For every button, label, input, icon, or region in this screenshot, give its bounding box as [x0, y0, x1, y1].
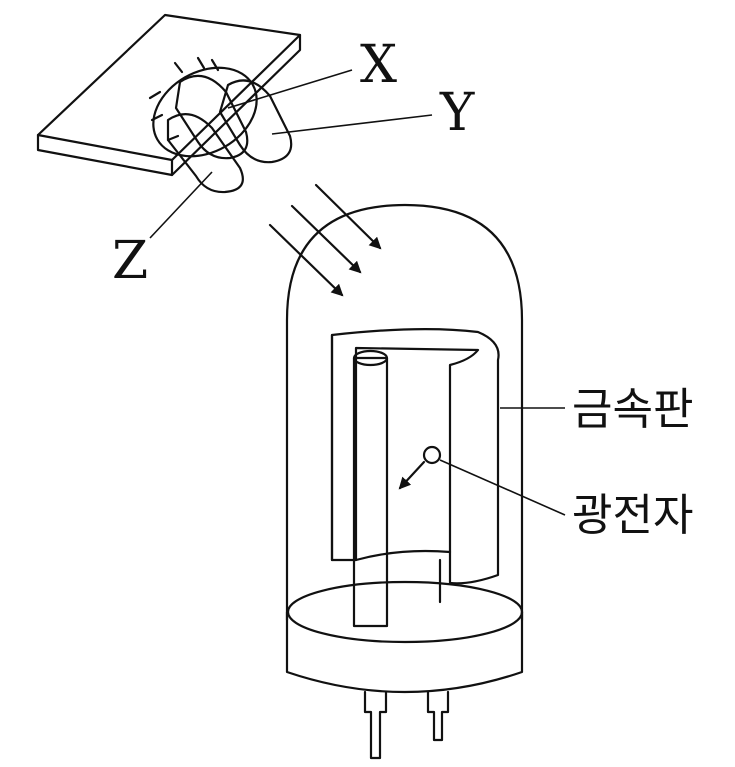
label-metal-plate-text: 금속판: [572, 384, 693, 435]
light-ray-arrow: [290, 204, 362, 274]
tube-pins: [363, 690, 450, 760]
anode-rod: [352, 349, 389, 628]
label-z-text: Z: [112, 231, 148, 291]
photo-tube: [285, 203, 524, 760]
photoelectron-dot: [422, 445, 442, 465]
light-ray-arrow: [314, 183, 382, 250]
tube-base-top: [286, 580, 524, 644]
label-photoelectron: 광전자: [439, 459, 693, 541]
light-rays: [268, 183, 382, 297]
label-metal-plate: 금속판: [500, 384, 693, 435]
label-x-text: X: [360, 35, 397, 95]
tube-base: [285, 610, 524, 694]
metal-plate: [330, 328, 500, 604]
led-y: [218, 79, 293, 164]
led-z: [166, 112, 244, 194]
photoelectron-arrow: [398, 460, 426, 490]
light-ray-arrow: [268, 223, 344, 297]
label-y: Y: [271, 83, 475, 143]
label-z: Z: [112, 171, 213, 291]
led-x: [174, 74, 249, 160]
label-y-text: Y: [439, 83, 475, 143]
glass-envelope: [285, 203, 524, 622]
led-cluster: [148, 56, 293, 194]
label-x: X: [227, 35, 397, 109]
label-photoelectron-text: 광전자: [572, 490, 693, 541]
